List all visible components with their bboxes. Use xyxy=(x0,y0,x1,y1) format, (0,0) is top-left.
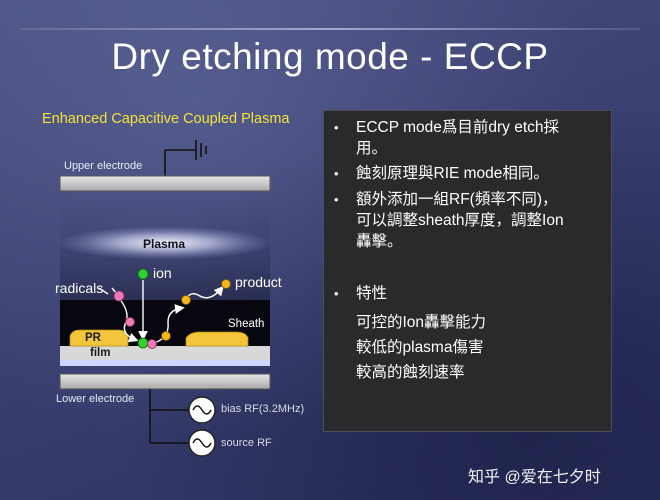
bullet-dot-icon: • xyxy=(334,192,339,207)
bullet-line: 蝕刻原理與RIE mode相同。 xyxy=(356,165,549,182)
bullet-eccp-mode: • ECCP mode爲目前dry etch採 用。 xyxy=(334,117,559,159)
bullet-line: 特性 xyxy=(356,285,388,302)
feature-item: 較低的plasma傷害 xyxy=(356,339,484,356)
bullet-features: • 特性 xyxy=(334,283,388,304)
ion-particle xyxy=(137,268,149,280)
lower-electrode xyxy=(59,373,271,390)
bullet-etch-principle: • 蝕刻原理與RIE mode相同。 xyxy=(334,163,549,184)
particle-arrows xyxy=(98,280,224,345)
bullet-dot-icon: • xyxy=(334,166,339,181)
pr-block-right xyxy=(185,331,249,347)
product-particle-3 xyxy=(221,279,231,289)
bullet-line: 用。 xyxy=(356,140,388,157)
pr-label: PR xyxy=(85,332,101,344)
upper-electrode xyxy=(59,175,271,192)
upper-electrode-label: Upper electrode xyxy=(64,160,143,172)
bullet-extra-rf: • 額外添加一組RF(頻率不同)， 可以調整sheath厚度，調整Ion 轟擊。 xyxy=(334,189,564,252)
slide-title: Dry etching mode - ECCP xyxy=(111,36,549,77)
watermark: 知乎 @爱在七夕时 xyxy=(468,469,601,486)
radicals-label: radicals xyxy=(55,280,104,296)
bias-rf-label: bias RF(3.2MHz) xyxy=(221,403,305,415)
sheath-label: Sheath xyxy=(228,318,265,330)
radical-particle-2 xyxy=(125,317,135,327)
wafer-base xyxy=(60,360,270,366)
ion-label: ion xyxy=(153,265,172,281)
feature-item: 可控的Ion轟擊能力 xyxy=(356,314,487,331)
source-rf-label: source RF xyxy=(221,437,272,449)
decorative-top-line xyxy=(20,28,640,30)
rf-wiring xyxy=(149,389,190,444)
bullet-line: ECCP mode爲目前dry etch採 xyxy=(356,119,559,136)
source-rf-icon xyxy=(188,429,216,457)
bullet-line: 轟擊。 xyxy=(356,233,403,250)
bullet-dot-icon: • xyxy=(334,120,339,135)
bias-rf-source-icon xyxy=(188,396,216,424)
plasma-label: Plasma xyxy=(143,237,186,251)
bullet-line: 可以調整sheath厚度，調整Ion xyxy=(356,212,564,229)
ion-particle-surface xyxy=(137,337,149,349)
product-label: product xyxy=(235,274,282,290)
radical-particle-3 xyxy=(147,339,157,349)
bullet-dot-icon: • xyxy=(334,286,339,301)
product-particle-2 xyxy=(181,295,191,305)
film-label: film xyxy=(90,347,111,359)
lower-electrode-label: Lower electrode xyxy=(56,393,135,405)
feature-item: 較高的蝕刻速率 xyxy=(356,364,465,381)
ground-symbol xyxy=(164,140,207,176)
radical-particle xyxy=(113,290,125,302)
info-panel xyxy=(323,110,612,432)
product-particle xyxy=(161,331,171,341)
bullet-line: 額外添加一組RF(頻率不同)， xyxy=(356,191,558,208)
diagram-subtitle: Enhanced Capacitive Coupled Plasma xyxy=(42,111,290,127)
